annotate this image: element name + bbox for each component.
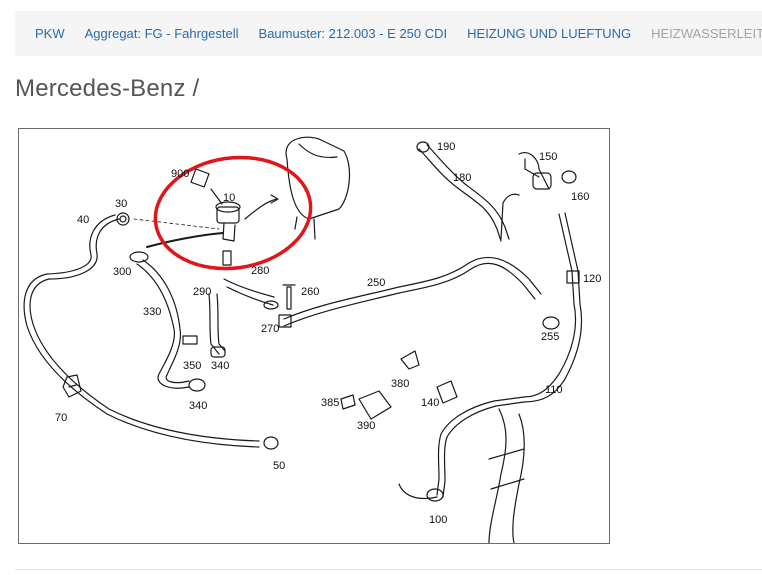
callout-70[interactable]: 70 [55,412,67,424]
parts-diagram-drawing: 900 10 30 40 300 330 350 340 340 70 50 2… [23,136,601,543]
callout-110[interactable]: 110 [545,384,563,396]
callout-10[interactable]: 10 [223,192,235,204]
callout-180[interactable]: 180 [453,172,471,184]
callout-350[interactable]: 350 [183,360,201,372]
breadcrumb-current: HEIZWASSERLEITUNGEN [651,26,762,41]
callout-160[interactable]: 160 [571,191,589,203]
callout-50[interactable]: 50 [273,460,285,472]
callout-120[interactable]: 120 [583,273,601,285]
callout-150[interactable]: 150 [539,151,557,163]
callout-900[interactable]: 900 [171,168,189,180]
callout-270[interactable]: 270 [261,323,279,335]
footer-divider [15,569,762,570]
breadcrumb-link-heizung[interactable]: HEIZUNG UND LUEFTUNG [467,26,632,41]
callout-330[interactable]: 330 [143,306,161,318]
callout-250[interactable]: 250 [367,277,385,289]
callout-385[interactable]: 385 [321,397,339,409]
callout-100[interactable]: 100 [429,514,447,526]
breadcrumb-link-aggregat[interactable]: Aggregat: FG - Fahrgestell [84,26,239,41]
callout-290[interactable]: 290 [193,286,211,298]
highlight-ellipse [153,155,313,271]
page-title: Mercedes-Benz / [15,75,200,102]
callout-190[interactable]: 190 [437,141,455,153]
parts-diagram[interactable]: 900 10 30 40 300 330 350 340 340 70 50 2… [18,128,610,544]
callout-260[interactable]: 260 [301,286,319,298]
callout-380[interactable]: 380 [391,378,409,390]
callout-280[interactable]: 280 [251,265,269,277]
breadcrumb: PKW Aggregat: FG - Fahrgestell Baumuster… [15,11,762,56]
callout-255[interactable]: 255 [541,331,559,343]
callout-140[interactable]: 140 [421,397,439,409]
callout-40[interactable]: 40 [77,214,89,226]
breadcrumb-link-baumuster[interactable]: Baumuster: 212.003 - E 250 CDI [258,26,448,41]
callout-340-upper[interactable]: 340 [211,360,229,372]
breadcrumb-link-pkw[interactable]: PKW [35,26,65,41]
callout-390[interactable]: 390 [357,420,375,432]
callout-300[interactable]: 300 [113,266,131,278]
callout-340-lower[interactable]: 340 [189,400,207,412]
callout-30[interactable]: 30 [115,198,127,210]
